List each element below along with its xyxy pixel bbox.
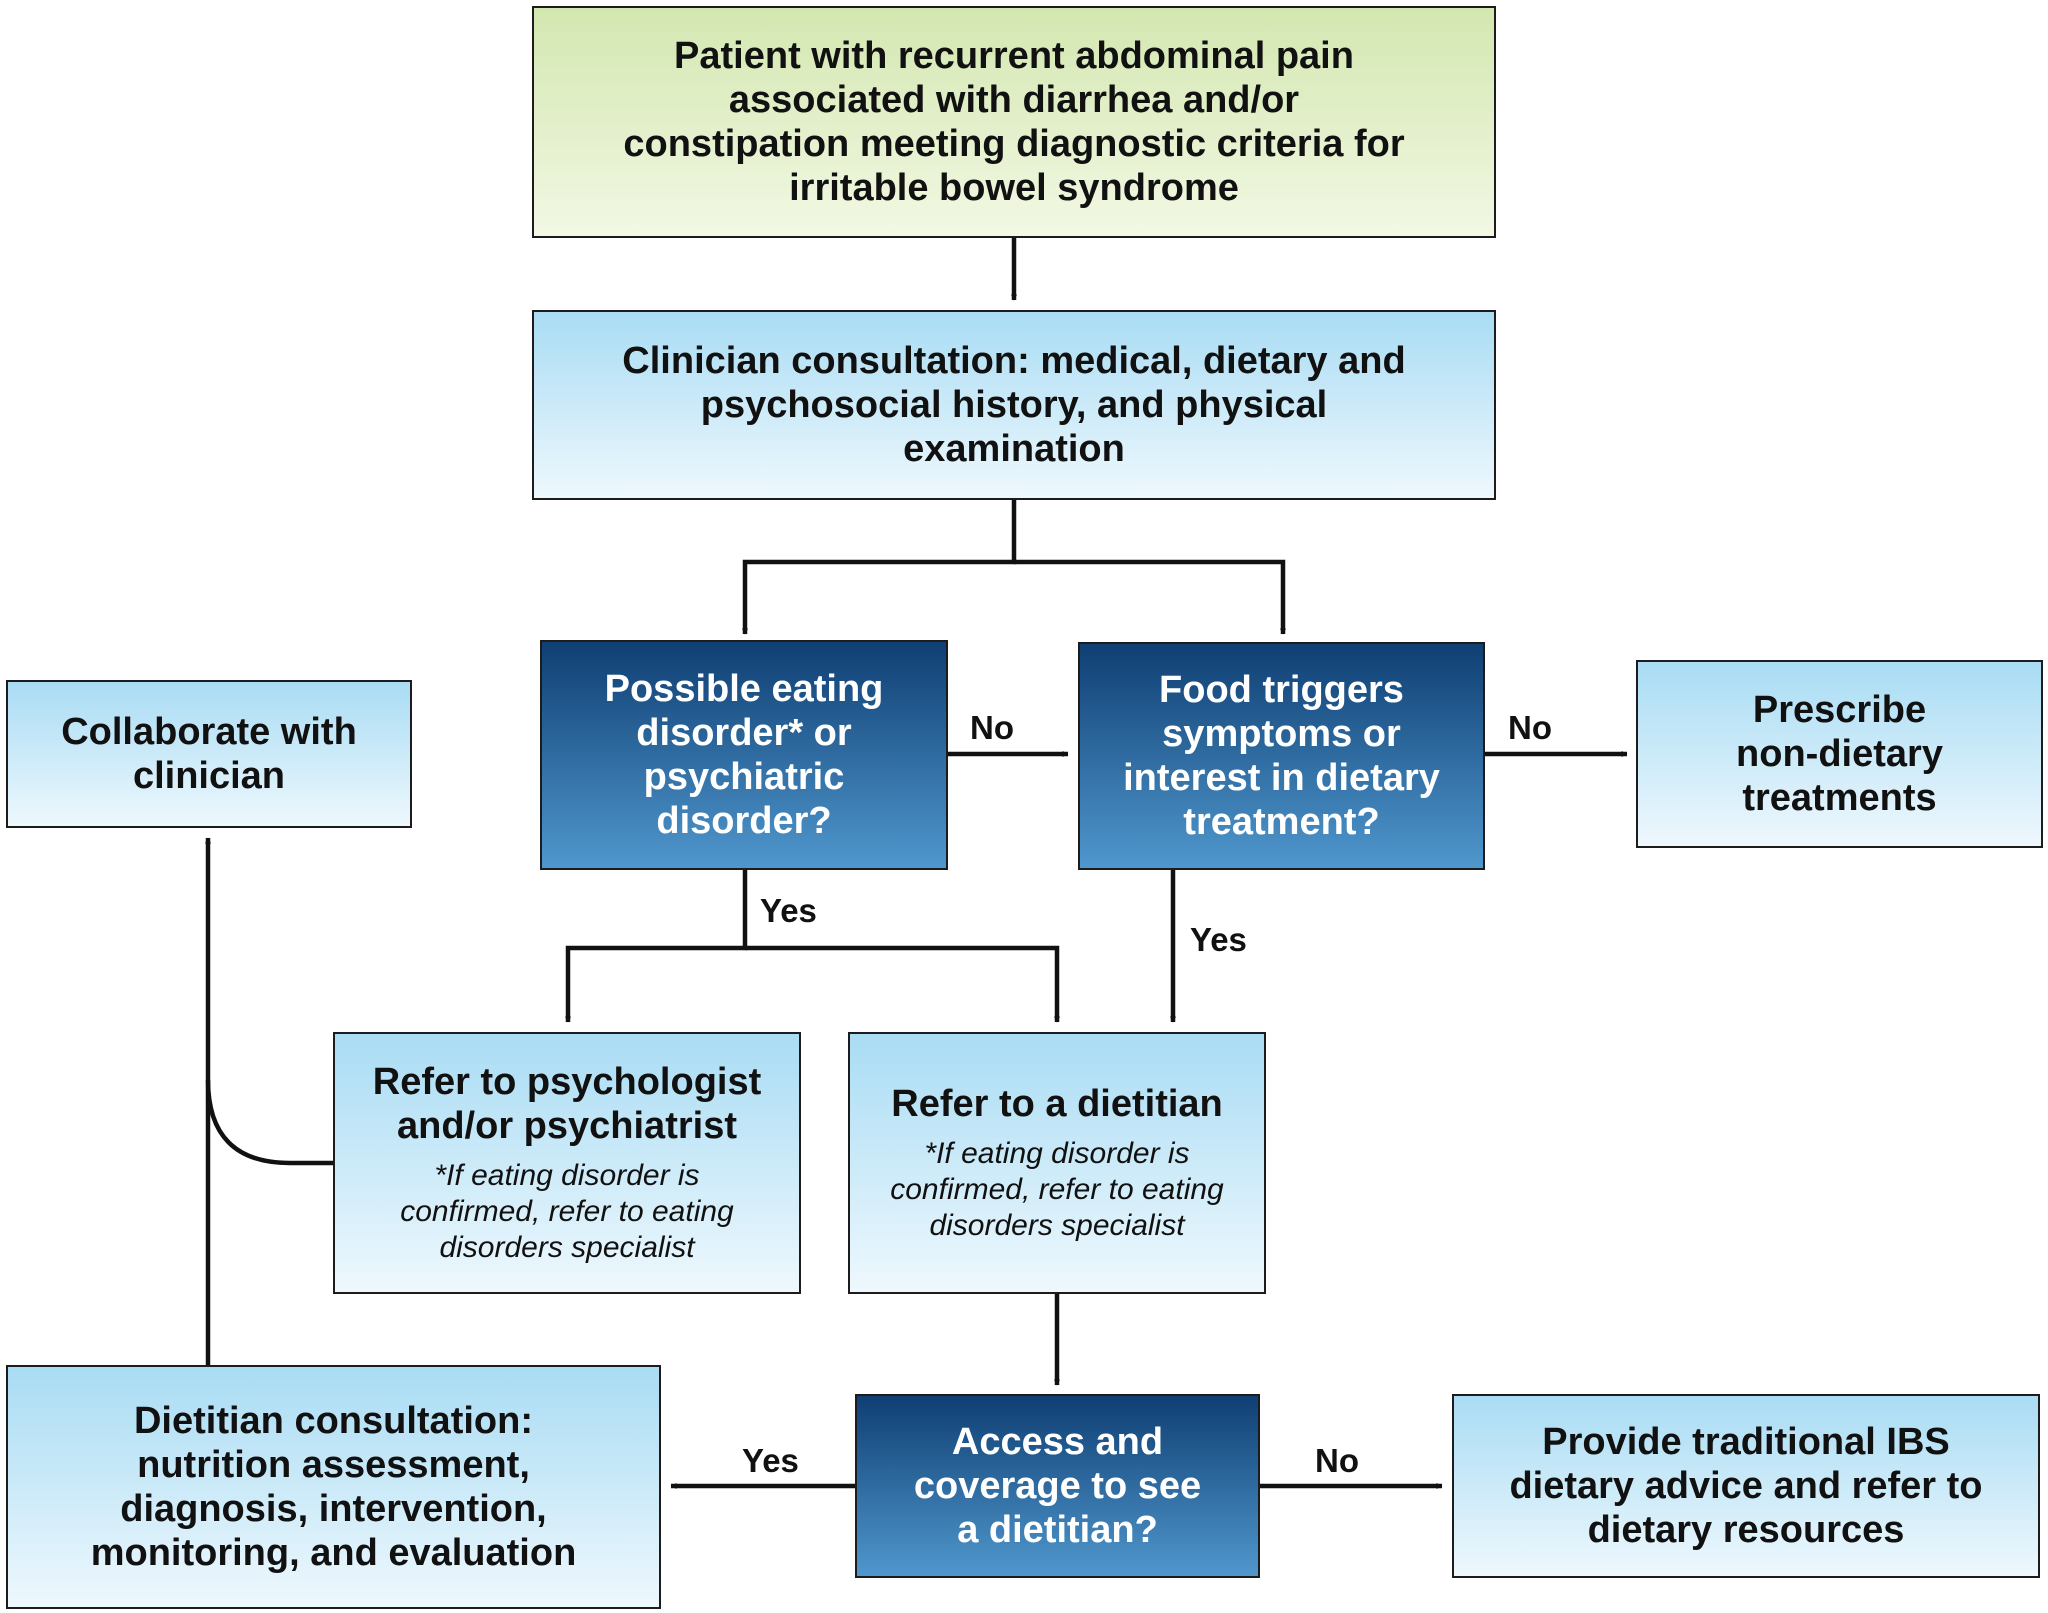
- node-start-text: Patient with recurrent abdominal pain as…: [623, 35, 1405, 209]
- label-access-yes: Yes: [742, 1442, 799, 1479]
- arrow-eating-yes-dietitian: [745, 945, 1060, 1023]
- line-consult-split: [742, 500, 1017, 635]
- node-clinician-consultation-text: Clinician consultation: medical, dietary…: [622, 340, 1406, 470]
- node-refer-dietitian-note: *If eating disorder is confirmed, refer …: [890, 1137, 1224, 1242]
- node-refer-psychologist: Refer to psychologist and/or psychiatris…: [333, 1032, 801, 1294]
- node-dietitian-consultation: Dietitian consultation: nutrition assess…: [6, 1365, 661, 1609]
- node-food-triggers-decision: Food triggers symptoms or interest in di…: [1078, 642, 1485, 870]
- node-eating-disorder-decision-text: Possible eating disorder* or psychiatric…: [604, 668, 884, 842]
- node-collaborate-with-clinician-text: Collaborate with clinician: [61, 711, 357, 797]
- node-eating-disorder-decision: Possible eating disorder* or psychiatric…: [540, 640, 948, 870]
- label-food-yes: Yes: [1190, 921, 1247, 958]
- node-access-coverage-decision-text: Access and coverage to see a dietitian?: [913, 1421, 1202, 1551]
- node-access-coverage-decision: Access and coverage to see a dietitian?: [855, 1394, 1260, 1578]
- node-dietitian-consultation-text: Dietitian consultation: nutrition assess…: [90, 1400, 577, 1574]
- node-refer-psychologist-note: *If eating disorder is confirmed, refer …: [400, 1159, 734, 1264]
- node-refer-dietitian: Refer to a dietitian *If eating disorder…: [848, 1032, 1266, 1294]
- node-traditional-ibs-advice: Provide traditional IBS dietary advice a…: [1452, 1394, 2040, 1578]
- node-clinician-consultation: Clinician consultation: medical, dietary…: [532, 310, 1496, 500]
- node-start: Patient with recurrent abdominal pain as…: [532, 6, 1496, 238]
- node-refer-psychologist-text: Refer to psychologist and/or psychiatris…: [372, 1061, 762, 1147]
- arrow-eating-yes-psych: [565, 870, 748, 1023]
- node-traditional-ibs-advice-text: Provide traditional IBS dietary advice a…: [1509, 1421, 1983, 1551]
- line-psych-to-collaborate: [205, 1079, 333, 1166]
- node-refer-dietitian-text: Refer to a dietitian: [891, 1083, 1223, 1125]
- label-eating-yes: Yes: [760, 892, 817, 929]
- arrow-split-to-food: [1014, 559, 1286, 635]
- label-food-no: No: [1508, 709, 1552, 746]
- label-eating-no: No: [970, 709, 1014, 746]
- label-access-no: No: [1315, 1442, 1359, 1479]
- node-food-triggers-decision-text: Food triggers symptoms or interest in di…: [1123, 669, 1440, 843]
- node-prescribe-nondietary-text: Prescribe non-dietary treatments: [1736, 689, 1943, 819]
- node-collaborate-with-clinician: Collaborate with clinician: [6, 680, 412, 828]
- node-prescribe-nondietary: Prescribe non-dietary treatments: [1636, 660, 2043, 848]
